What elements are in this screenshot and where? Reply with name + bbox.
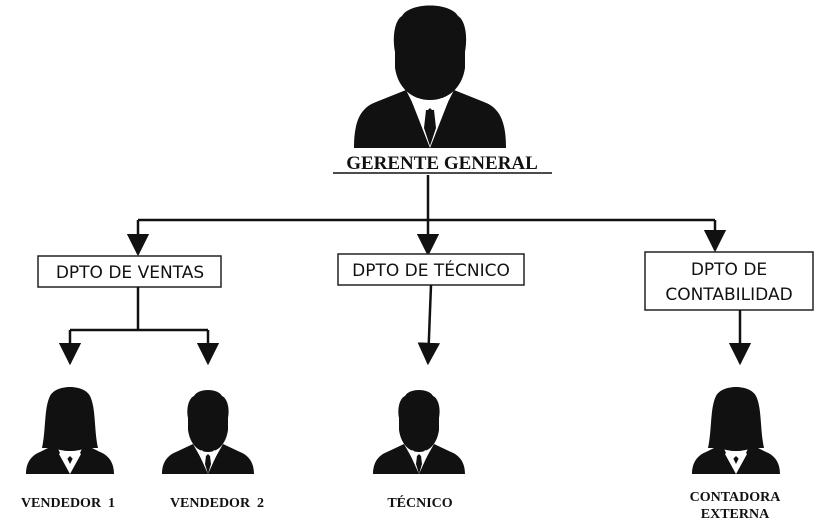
dept-contabilidad-box (644, 251, 814, 311)
dept-ventas-box (37, 255, 222, 288)
woman-icon (692, 387, 780, 474)
businessman-icon (354, 5, 506, 148)
staff-label-vendedor-2: VENDEDOR 2 (170, 496, 264, 511)
man-icon (162, 390, 254, 474)
dept-contabilidad-label-1: DPTO DE (691, 260, 767, 280)
staff-label-tecnico: TÉCNICO (387, 494, 452, 511)
dept-ventas-label: DPTO DE VENTAS (56, 263, 204, 283)
dept-contabilidad-label-2: CONTABILIDAD (665, 285, 792, 305)
dept-tecnico-box (337, 253, 525, 286)
top-label: GERENTE GENERAL (346, 153, 538, 174)
staff-label-contadora-1: CONTADORA (690, 490, 782, 505)
arrow-tecnico (417, 284, 441, 366)
dept-tecnico-label: DPTO DE TÉCNICO (352, 259, 510, 281)
woman-icon (26, 387, 114, 474)
man-icon (373, 390, 465, 474)
staff-label-vendedor-1: VENDEDOR 1 (21, 496, 115, 511)
staff-label-contadora-2: EXTERNA (701, 507, 770, 522)
